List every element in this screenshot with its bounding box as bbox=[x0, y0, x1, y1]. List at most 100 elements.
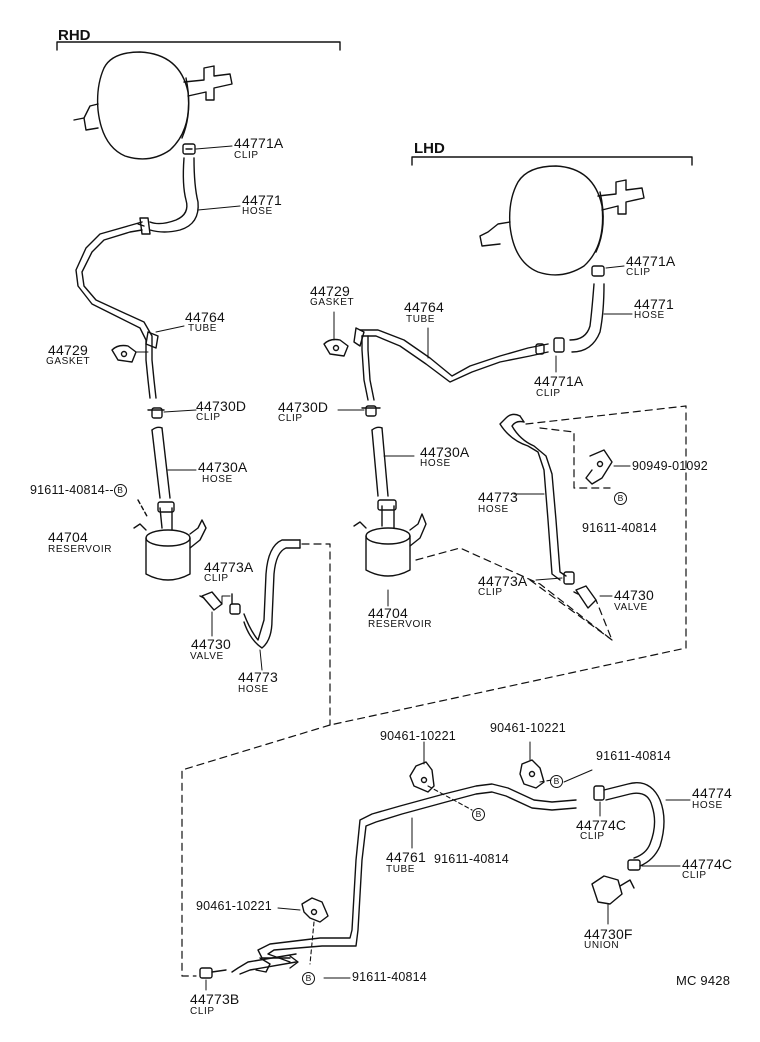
rhd-reservoir-44704 bbox=[133, 499, 207, 581]
lhd-hose-44771-number: 44771 bbox=[634, 296, 674, 312]
lhd-clip-44773a-number: 44773A bbox=[478, 573, 528, 589]
lhd-hose-44773-number: 44773 bbox=[478, 489, 518, 505]
lower-union-44730f bbox=[591, 875, 635, 905]
lhd-clip-44773a-name: CLIP bbox=[478, 587, 503, 598]
lower-clip-44774c-b bbox=[627, 859, 641, 871]
lower-clip-44773b-name: CLIP bbox=[190, 1006, 215, 1017]
lhd-hose-44730a-number: 44730A bbox=[420, 444, 470, 460]
lhd-gasket-44729 bbox=[323, 338, 349, 357]
lhd-brake-booster bbox=[479, 165, 645, 276]
lhd-clip-44730d bbox=[361, 405, 381, 417]
lower-bolt-b-marker: B bbox=[472, 807, 485, 823]
rhd-hose-44771-name: HOSE bbox=[242, 206, 273, 217]
lower-clamp-b-number: 90461-10221 bbox=[490, 721, 566, 735]
rhd-hose-44730a bbox=[151, 426, 171, 499]
lower-tube-44761-number: 44761 bbox=[386, 849, 426, 865]
lower-clamp-b bbox=[519, 759, 545, 789]
lhd-hose-44773-name: HOSE bbox=[478, 504, 509, 515]
lhd-clip-44771a-top-name: CLIP bbox=[626, 267, 651, 278]
lhd-gasket-44729-name: GASKET bbox=[310, 297, 355, 308]
lower-bolt-leaders bbox=[309, 779, 553, 965]
rhd-gasket-44729 bbox=[111, 344, 137, 363]
rhd-clip-44773a bbox=[229, 593, 241, 615]
rhd-hose-44730a-number: 44730A bbox=[198, 459, 248, 475]
lhd-bolt-91611-number: 91611-40814 bbox=[582, 521, 657, 535]
lower-bolt-a-number: 91611-40814 bbox=[596, 749, 671, 763]
rhd-dashed-connection bbox=[181, 543, 331, 977]
bolt-marker: B bbox=[113, 484, 127, 498]
lower-clamp-c bbox=[301, 897, 329, 923]
lower-bolt-a-marker: B bbox=[550, 774, 563, 790]
lhd-hose-44730a-name: HOSE bbox=[420, 458, 451, 469]
rhd-tube-44764-name: TUBE bbox=[188, 323, 218, 334]
lhd-tube-44764-name: TUBE bbox=[406, 314, 436, 325]
lower-leaders bbox=[205, 741, 691, 991]
lower-bolt-b-number: 91611-40814 bbox=[434, 852, 509, 866]
lhd-clamp-90949 bbox=[585, 449, 613, 485]
rhd-clip-44771a-name: CLIP bbox=[234, 150, 259, 161]
lower-bolt-c-number: 91611-40814 bbox=[352, 970, 427, 984]
lower-clamp-a-number: 90461-10221 bbox=[380, 729, 456, 743]
lhd-clip-44771a-low-name: CLIP bbox=[536, 388, 561, 399]
rhd-gasket-44729-number: 44729 bbox=[48, 342, 88, 358]
lower-clip-44773b-number: 44773B bbox=[190, 991, 240, 1007]
lhd-bolt-marker: B bbox=[614, 491, 627, 507]
lower-hose-44774 bbox=[603, 782, 665, 867]
rhd-brake-booster bbox=[73, 51, 233, 160]
rhd-valve-44730-number: 44730 bbox=[191, 636, 231, 652]
rhd-clip-44730d bbox=[147, 407, 165, 419]
rhd-hose-44771-number: 44771 bbox=[242, 192, 282, 208]
rhd-clip-44773a-name: CLIP bbox=[204, 573, 229, 584]
lower-hose-44774-name: HOSE bbox=[692, 800, 723, 811]
lower-clamp-a bbox=[409, 761, 435, 793]
lhd-hose-44771 bbox=[569, 283, 605, 353]
lower-union-44730f-number: 44730F bbox=[584, 926, 633, 942]
lhd-valve-44730 bbox=[573, 585, 597, 609]
lower-clip-44773b bbox=[199, 967, 227, 979]
lhd-clip-44771a-low bbox=[553, 337, 565, 353]
rhd-hose-44771 bbox=[149, 157, 199, 233]
lhd-hose-44773 bbox=[499, 413, 567, 581]
rhd-tube-44764-number: 44764 bbox=[185, 309, 225, 325]
rhd-hose-44730a-name: HOSE bbox=[202, 474, 233, 485]
lower-clip-44774c-a bbox=[593, 785, 605, 801]
rhd-clip-44771a bbox=[182, 143, 196, 155]
lower-tube-44761 bbox=[231, 783, 577, 975]
lhd-clip-44771a-top bbox=[591, 265, 605, 277]
rhd-valve-44730 bbox=[199, 591, 223, 611]
rhd-hose-44773-name: HOSE bbox=[238, 684, 269, 695]
lower-clip-44774c-b-number: 44774C bbox=[682, 856, 733, 872]
lhd-reservoir-44704-number: 44704 bbox=[368, 605, 408, 621]
lower-bolt-c-marker: B bbox=[302, 971, 315, 987]
lhd-hose-44771-name: HOSE bbox=[634, 310, 665, 321]
rhd-clip-44771a-number: 44771A bbox=[234, 135, 284, 151]
rhd-reservoir-44704-number: 44704 bbox=[48, 529, 88, 545]
drawing-code: MC 9428 bbox=[676, 973, 731, 988]
lhd-clip-44773a bbox=[563, 571, 575, 585]
lhd-reservoir-44704-name: RESERVOIR bbox=[368, 619, 433, 630]
rhd-bracket bbox=[56, 41, 341, 51]
lhd-clip-44771a-low-number: 44771A bbox=[534, 373, 584, 389]
rhd-reservoir-44704-name: RESERVOIR bbox=[48, 544, 113, 555]
lhd-leaders bbox=[333, 265, 633, 607]
lhd-clip-44730d-name: CLIP bbox=[278, 413, 303, 424]
lhd-tube-44764-number: 44764 bbox=[404, 299, 444, 315]
lhd-hose-44730a bbox=[371, 426, 389, 497]
lower-tube-44761-name: TUBE bbox=[386, 864, 416, 875]
lhd-clamp-90949-number: 90949-01092 bbox=[632, 459, 708, 473]
rhd-section-label: RHD bbox=[58, 27, 91, 44]
lower-clamp-c-number: 90461-10221 bbox=[196, 899, 272, 913]
rhd-gasket-44729-name: GASKET bbox=[46, 356, 91, 367]
lhd-section-label: LHD bbox=[414, 140, 445, 157]
rhd-hose-44773-number: 44773 bbox=[238, 669, 278, 685]
lhd-clip-44771a-top-number: 44771A bbox=[626, 253, 676, 269]
lower-union-44730f-name: UNION bbox=[584, 940, 620, 951]
lhd-gasket-44729-number: 44729 bbox=[310, 283, 350, 299]
lower-clip-44774c-a-name: CLIP bbox=[580, 831, 605, 842]
rhd-bolt-91611-number: 91611-40814--B bbox=[30, 484, 127, 498]
rhd-clip-44730d-number: 44730D bbox=[196, 398, 247, 414]
rhd-leaders bbox=[135, 145, 263, 671]
rhd-clip-44773a-number: 44773A bbox=[204, 559, 254, 575]
